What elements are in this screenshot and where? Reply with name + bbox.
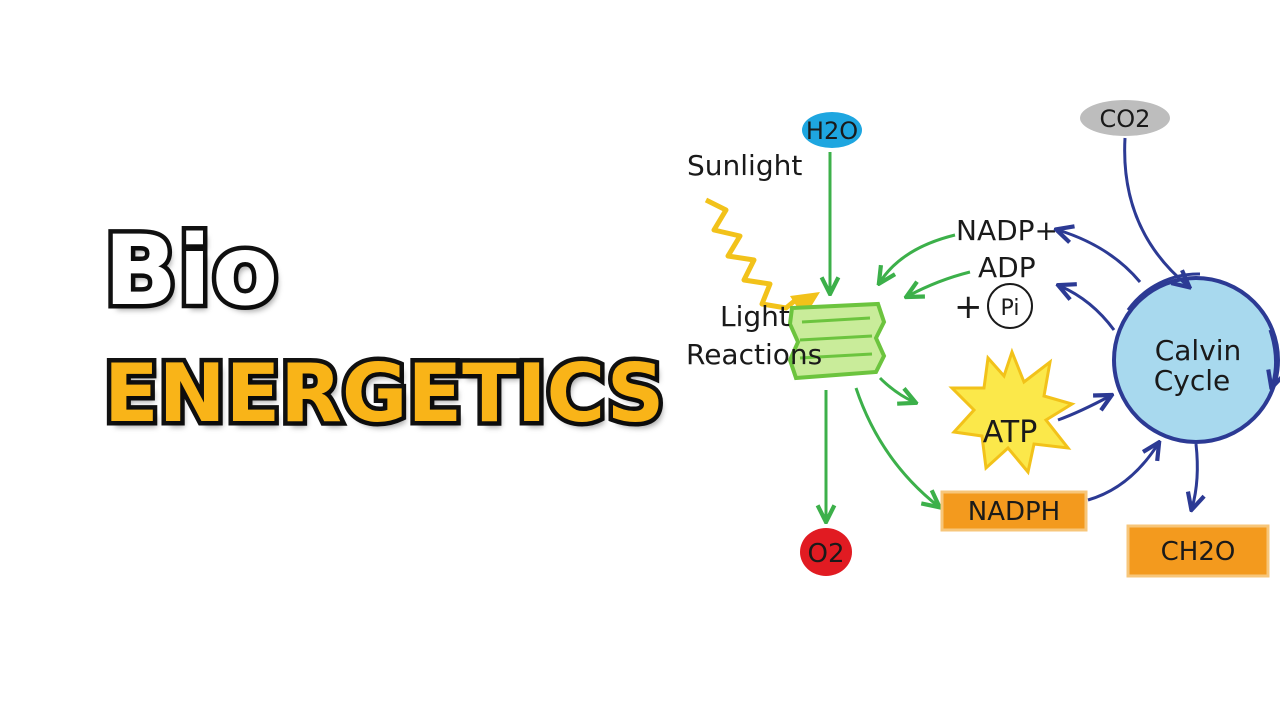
adp-label: ADP [978,251,1036,284]
arrow-light-to-atp [878,376,914,402]
arrow-co2-to-calvin [1123,137,1188,286]
arrow-calvin-loop [1270,329,1276,386]
title-energetics: ENERGETICS [99,343,668,445]
arrow-nadp-to-light [880,233,956,282]
ch2o-label: CH2O [1161,537,1236,567]
pi-node: Pi [987,283,1033,329]
calvin-label-2: Cycle [1154,364,1231,397]
co2-label: CO2 [1100,105,1151,133]
thylakoid-icon [787,301,887,381]
calvin-label-1: Calvin [1155,334,1242,367]
title-bio: Bio [99,211,282,332]
sunlight-ray [704,197,800,311]
atp-node: ATP [948,347,1076,476]
atp-label: ATP [983,415,1038,450]
nadp-label: NADP+ [956,214,1058,247]
arrow-adp-to-light [908,270,971,296]
light-reactions-label-1: Light [720,300,790,333]
sunlight-arrowhead [790,292,820,318]
nadph-label: NADPH [968,497,1061,527]
arrow-light-to-nadph [854,387,938,506]
arrow-calvin-to-adp [1060,286,1116,331]
o2-label: O2 [807,539,844,569]
light-reactions-label-2: Reactions [686,338,822,371]
co2-node: CO2 [1080,100,1170,136]
calvin-cycle-node: Calvin Cycle [1112,272,1280,444]
plus-label: + [954,287,983,327]
arrow-calvin-to-nadp [1058,230,1142,283]
o2-node: O2 [800,528,852,576]
co2-ellipse [1080,100,1170,136]
arrow-calvin-to-ch2o [1192,443,1197,508]
title-block: Bio ENERGETICS [99,211,668,465]
h2o-node: H2O [802,112,862,148]
photosynthesis-diagram: H2O CO2 Sunlight Light Reactions NADP+ A… [686,100,1280,578]
nadph-node: NADPH [940,490,1088,532]
h2o-label: H2O [806,117,858,145]
ch2o-node: CH2O [1126,524,1270,578]
arrow-atp-to-calvin [1057,396,1110,422]
pi-label: Pi [1001,296,1020,321]
sunlight-label: Sunlight [687,149,802,182]
h2o-ellipse [802,112,862,148]
arrow-nadph-to-calvin [1087,444,1158,502]
